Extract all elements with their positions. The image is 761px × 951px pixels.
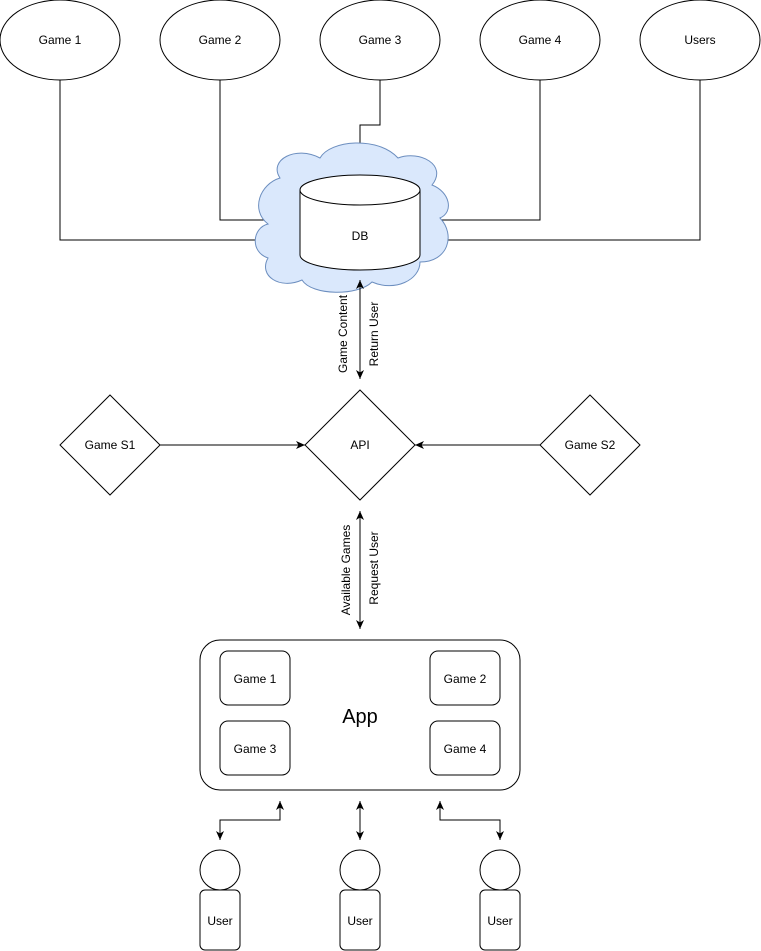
game-server-s1[interactable]: Game S1 [59, 394, 161, 496]
edge-api-app: Available Games Request User [339, 511, 381, 629]
app-label: App [342, 706, 378, 728]
user-3[interactable]: User [479, 849, 521, 951]
app-game-1[interactable]: Game 1 [219, 650, 291, 706]
game-server-s2[interactable]: Game S2 [539, 394, 641, 496]
api-node[interactable]: API [304, 389, 416, 501]
source-edges [59, 80, 701, 244]
source-users[interactable]: Users [639, 0, 761, 81]
edge-db-api: Game Content Return User [336, 280, 381, 379]
app-game-label: Game 3 [234, 742, 277, 756]
user-label: User [487, 914, 512, 928]
edge-label-game-content: Game Content [336, 294, 350, 373]
user-1[interactable]: User [199, 849, 241, 951]
user-body [479, 889, 521, 951]
edge-label-request-user: Request User [367, 531, 381, 604]
user-2[interactable]: User [339, 849, 381, 951]
source-nodes: Game 1 Game 2 Game 3 Game 4 Users [0, 0, 761, 81]
source-label: Game 1 [39, 33, 82, 47]
edge-users-db [420, 80, 701, 244]
user-head [479, 849, 521, 891]
app-game-label: Game 2 [444, 672, 487, 686]
app-game-4[interactable]: Game 4 [429, 720, 501, 776]
app-game-2[interactable]: Game 2 [429, 650, 501, 706]
user-label: User [207, 914, 232, 928]
source-label: Game 4 [519, 33, 562, 47]
source-game-4[interactable]: Game 4 [479, 0, 601, 81]
source-game-2[interactable]: Game 2 [159, 0, 281, 81]
user-label: User [347, 914, 372, 928]
user-body [339, 889, 381, 951]
edge-game4-db [420, 80, 541, 224]
source-label: Game 3 [359, 33, 402, 47]
user-body [199, 889, 241, 951]
db-label: DB [352, 229, 369, 243]
source-game-3[interactable]: Game 3 [319, 0, 441, 81]
app-container[interactable]: App Game 1 Game 2 Game 3 Game 4 [199, 639, 521, 791]
user-edges [216, 801, 504, 840]
user-head [199, 849, 241, 891]
edge-label-available-games: Available Games [339, 525, 353, 616]
user-head [339, 849, 381, 891]
edge-label-return-user: Return User [367, 302, 381, 367]
db-cylinder[interactable]: DB [299, 174, 421, 271]
source-label: Game 2 [199, 33, 242, 47]
app-game-3[interactable]: Game 3 [219, 720, 291, 776]
source-game-1[interactable]: Game 1 [0, 0, 121, 81]
game-server-label: Game S2 [565, 438, 616, 452]
game-server-label: Game S1 [85, 438, 136, 452]
edge-game1-db [59, 80, 301, 244]
source-label: Users [684, 33, 715, 47]
app-game-label: Game 1 [234, 672, 277, 686]
api-label: API [350, 438, 369, 452]
app-game-label: Game 4 [444, 742, 487, 756]
